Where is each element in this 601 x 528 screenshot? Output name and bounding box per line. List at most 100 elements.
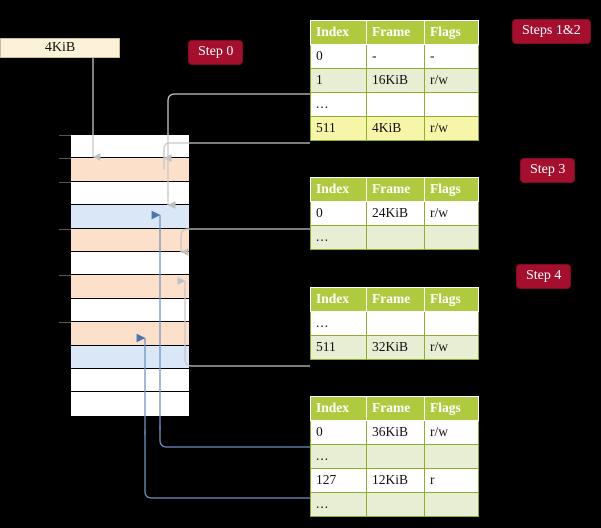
step-badge-step-4: Step 4: [517, 265, 571, 288]
step-badge-step-0-label: Step 0: [198, 44, 234, 59]
table3-header-index: Index: [310, 287, 367, 312]
table3-r1-index: 511: [310, 335, 367, 360]
step-badge-step-0: Step 0: [189, 41, 243, 64]
table4-r1-index: ...: [310, 444, 367, 469]
table3-r1-flags: r/w: [424, 335, 479, 360]
memory-row-tick: [59, 135, 71, 136]
table-row[interactable]: 511 32KiB r/w: [310, 335, 479, 360]
physical-memory-column: [59, 134, 190, 417]
table4-r2-flags: r: [424, 468, 479, 493]
memory-row-tick: [59, 322, 71, 324]
table-header-row: Index Frame Flags: [310, 177, 479, 202]
table1-header-index: Index: [310, 20, 367, 45]
table4-r3-frame: [366, 492, 425, 517]
step-badge-steps-1-and-2: Steps 1&2: [513, 20, 590, 43]
table1-r3-frame: 4KiB: [366, 116, 425, 141]
table2-header-flags: Flags: [424, 177, 479, 202]
wire-table4-row0-to-memory: [159, 425, 310, 448]
memory-row: [59, 135, 189, 159]
memory-row: [59, 181, 189, 206]
table1-r2-flags: [424, 92, 479, 117]
table4-r2-index: 127: [310, 468, 367, 493]
table1-r1-index: 1: [310, 68, 367, 93]
memory-row-tick: [59, 158, 71, 160]
page-table-level-2: Index Frame Flags 0 24KiB r/w ...: [310, 177, 479, 250]
table-row[interactable]: 1 16KiB r/w: [310, 68, 479, 93]
table1-r0-index: 0: [310, 44, 367, 69]
memory-row: [71, 251, 189, 276]
table3-r0-frame: [366, 311, 425, 336]
table-row[interactable]: ...: [310, 492, 479, 517]
table2-r0-frame: 24KiB: [366, 201, 425, 226]
table-row[interactable]: ...: [310, 311, 479, 336]
table1-r1-frame: 16KiB: [366, 68, 425, 93]
memory-row: [59, 322, 189, 346]
wire-table4-row127-to-memory: [144, 430, 310, 499]
table4-header-frame: Frame: [366, 396, 425, 421]
step-badge-step-3: Step 3: [521, 159, 575, 182]
table2-r1-frame: [366, 225, 425, 250]
memory-row: [71, 298, 189, 323]
table3-header-flags: Flags: [424, 287, 479, 312]
wire-table3-511-to-left: [184, 290, 310, 367]
table1-r3-flags: r/w: [424, 116, 479, 141]
table1-r1-flags: r/w: [424, 68, 479, 93]
table2-r0-flags: r/w: [424, 201, 479, 226]
table2-r0-index: 0: [310, 201, 367, 226]
table2-header-index: Index: [310, 177, 367, 202]
table3-r0-index: ...: [310, 311, 367, 336]
step-badge-steps-1-and-2-label: Steps 1&2: [522, 23, 581, 38]
memory-row: [71, 345, 189, 369]
table4-r3-index: ...: [310, 492, 367, 517]
wire-table2-row0-to-left: [180, 228, 310, 245]
step-badge-step-3-label: Step 3: [530, 162, 566, 177]
table4-r0-frame: 36KiB: [366, 420, 425, 445]
memory-row: [59, 158, 189, 182]
table4-header-flags: Flags: [424, 396, 479, 421]
table3-r0-flags: [424, 311, 479, 336]
table4-r0-index: 0: [310, 420, 367, 445]
table-row[interactable]: ...: [310, 225, 479, 250]
source-address-label: 4KiB: [44, 40, 76, 55]
table-row[interactable]: 127 12KiB r: [310, 468, 479, 493]
table-header-row: Index Frame Flags: [310, 20, 479, 45]
table4-header-index: Index: [310, 396, 367, 421]
table1-r2-index: ...: [310, 92, 367, 117]
table-row[interactable]: 0 - -: [310, 44, 479, 69]
table2-header-frame: Frame: [366, 177, 425, 202]
table1-header-frame: Frame: [366, 20, 425, 45]
table-row[interactable]: 511 4KiB r/w: [310, 116, 479, 141]
table2-r1-index: ...: [310, 225, 367, 250]
source-address-box: 4KiB: [0, 38, 120, 58]
table4-r1-frame: [366, 444, 425, 469]
table-row[interactable]: 0 24KiB r/w: [310, 201, 479, 226]
table-header-row: Index Frame Flags: [310, 396, 479, 421]
table1-r2-frame: [366, 92, 425, 117]
table-header-row: Index Frame Flags: [310, 287, 479, 312]
table-row[interactable]: 0 36KiB r/w: [310, 420, 479, 445]
memory-row: [59, 228, 189, 252]
memory-row: [71, 205, 189, 229]
table-row[interactable]: ...: [310, 92, 479, 117]
table2-r1-flags: [424, 225, 479, 250]
table4-r2-frame: 12KiB: [366, 468, 425, 493]
memory-row-tick: [59, 228, 71, 230]
memory-row: [71, 368, 189, 393]
memory-row-tick: [59, 181, 71, 183]
page-table-level-1: Index Frame Flags 0 - - 1 16KiB r/w ...: [310, 20, 479, 141]
table1-r0-flags: -: [424, 44, 479, 69]
table3-r1-frame: 32KiB: [366, 335, 425, 360]
table3-header-frame: Frame: [366, 287, 425, 312]
table1-header-flags: Flags: [424, 20, 479, 45]
memory-row: [59, 275, 189, 299]
table4-r0-flags: r/w: [424, 420, 479, 445]
page-table-level-4: Index Frame Flags 0 36KiB r/w ... 127 12…: [310, 396, 479, 517]
page-table-level-3: Index Frame Flags ... 511 32KiB r/w: [310, 287, 479, 360]
table1-r0-frame: -: [366, 44, 425, 69]
table4-r1-flags: [424, 444, 479, 469]
step-badge-step-4-label: Step 4: [526, 268, 562, 283]
table4-r3-flags: [424, 492, 479, 517]
table1-r3-index: 511: [310, 116, 367, 141]
table-row[interactable]: ...: [310, 444, 479, 469]
